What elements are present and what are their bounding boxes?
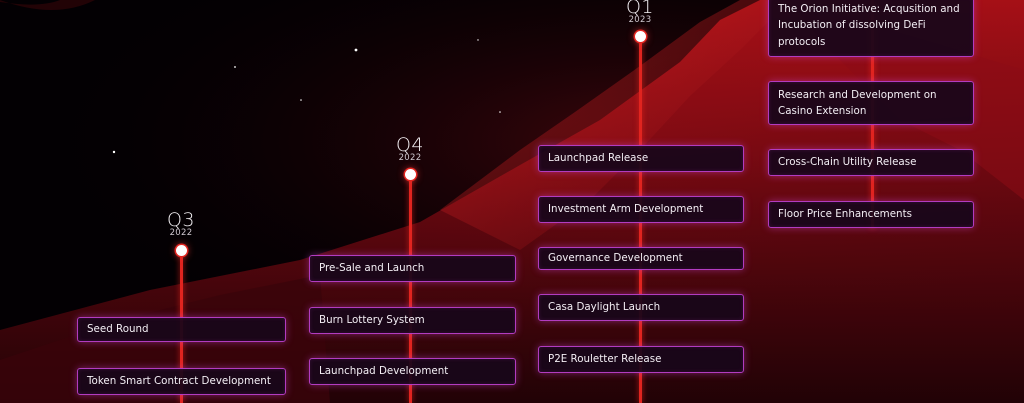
- milestone-card: Burn Lottery System: [309, 307, 516, 334]
- milestone-card: P2E Rouletter Release: [538, 346, 744, 373]
- milestone-text: Governance Development: [548, 252, 683, 265]
- timeline-stem-q4: [408, 174, 412, 403]
- quarter-year: 2022: [169, 228, 193, 238]
- quarter-label-q3: Q3 2022: [151, 211, 211, 238]
- milestone-card: Launchpad Development: [309, 358, 516, 385]
- timeline-dot-q3: [175, 244, 187, 256]
- milestone-card: Cross-Chain Utility Release: [768, 149, 974, 176]
- milestone-card: Research and Development on Casino Exten…: [768, 81, 974, 125]
- quarter-year: 2022: [398, 153, 422, 163]
- milestone-text: P2E Rouletter Release: [548, 353, 662, 366]
- milestone-card: Casa Daylight Launch: [538, 294, 744, 321]
- quarter-label-q1: Q1 2023: [610, 0, 670, 25]
- quarter-year: 2023: [628, 15, 652, 25]
- milestone-card: Investment Arm Development: [538, 196, 744, 223]
- milestone-card: Launchpad Release: [538, 145, 744, 172]
- milestone-card: Governance Development: [538, 247, 744, 270]
- milestone-card: Token Smart Contract Development: [77, 368, 286, 395]
- milestone-text: Floor Price Enhancements: [778, 208, 912, 221]
- milestone-text: Launchpad Development: [319, 365, 449, 378]
- milestone-text: Research and Development on Casino Exten…: [778, 88, 937, 118]
- milestone-text: Cross-Chain Utility Release: [778, 156, 917, 169]
- milestone-text: Burn Lottery System: [319, 314, 425, 327]
- milestone-card: The Orion Initiative: Acqusition and Inc…: [768, 0, 974, 57]
- milestone-card: Floor Price Enhancements: [768, 201, 974, 228]
- quarter-name: Q3: [166, 209, 196, 231]
- milestone-text: Investment Arm Development: [548, 203, 704, 216]
- quarter-name: Q4: [395, 134, 425, 156]
- milestone-text: Pre-Sale and Launch: [319, 262, 425, 275]
- timeline-dot-q4: [404, 168, 416, 180]
- milestone-text: Launchpad Release: [548, 152, 649, 165]
- quarter-label-q4: Q4 2022: [380, 136, 440, 163]
- milestone-text: Casa Daylight Launch: [548, 301, 661, 314]
- milestone-card: Pre-Sale and Launch: [309, 255, 516, 282]
- milestone-text: Token Smart Contract Development: [87, 375, 271, 388]
- milestone-text: The Orion Initiative: Acqusition and Inc…: [778, 2, 960, 48]
- milestone-text: Seed Round: [87, 323, 149, 336]
- timeline-dot-q1: [634, 30, 646, 42]
- milestone-card: Seed Round: [77, 317, 286, 342]
- quarter-name: Q1: [625, 0, 655, 18]
